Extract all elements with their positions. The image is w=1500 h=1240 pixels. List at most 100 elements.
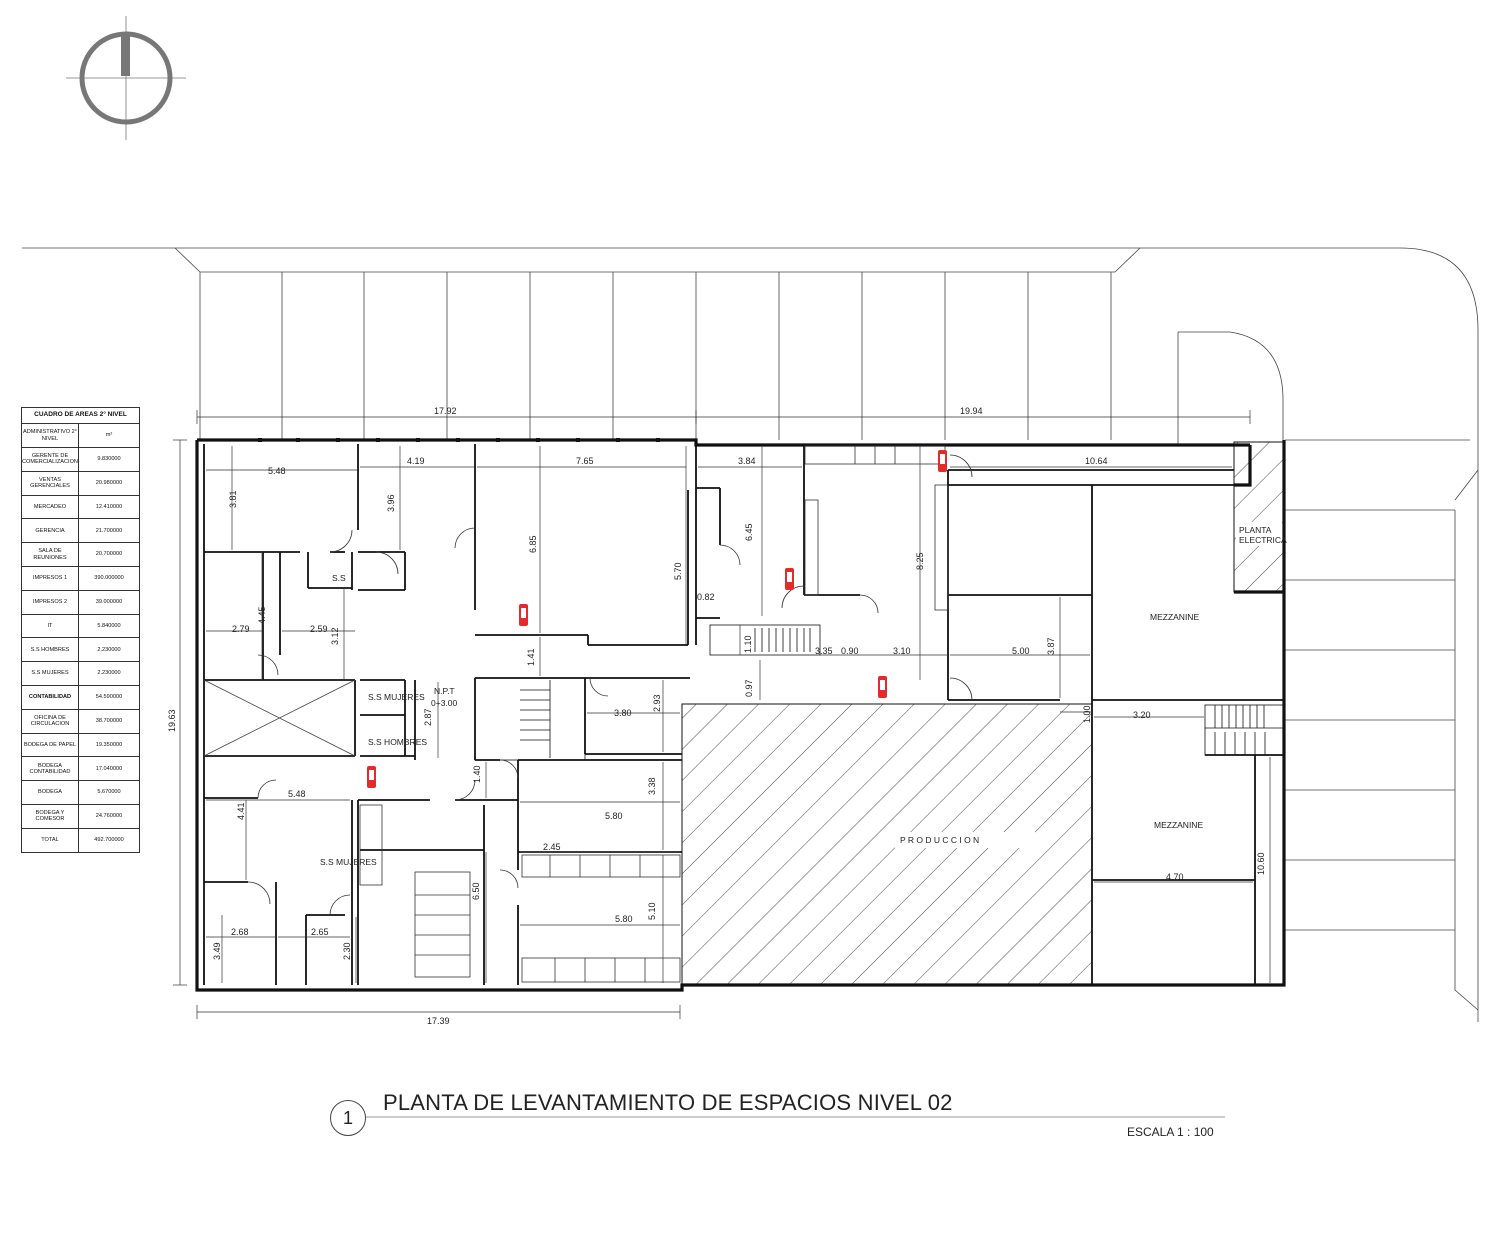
dim-label: 5.00 — [1012, 646, 1030, 656]
fire-extinguisher-icon — [519, 604, 528, 626]
area-name: GERENTE DE COMERCIALIZACION — [21, 447, 79, 472]
area-table-col-m2: m² — [78, 423, 140, 448]
dim-label: 3.38 — [647, 777, 657, 795]
area-table: CUADRO DE AREAS 2° NIVEL ADMINISTRATIVO … — [21, 407, 140, 853]
area-value: 12.410000 — [78, 494, 140, 520]
fire-extinguisher-icon — [367, 766, 376, 788]
exterior-walls — [195, 438, 1286, 992]
dim-label: 6.50 — [471, 882, 481, 900]
room-label-ss-hombres: S.S HOMBRES — [368, 737, 427, 747]
area-value: 19.350000 — [78, 732, 140, 758]
area-value: 492.700000 — [78, 827, 140, 853]
dim-label: 0.90 — [841, 646, 859, 656]
area-name: OFICINA DE CIRCULACION — [21, 708, 79, 734]
window-marks — [258, 438, 660, 442]
area-name: IT — [21, 613, 79, 639]
dim-label: 3.80 — [614, 708, 632, 718]
void-cross — [203, 679, 356, 757]
room-label-mezzanine-2: MEZZANINE — [1154, 820, 1203, 830]
dim-label: 3.87 — [1046, 637, 1056, 655]
dim-label: 3.10 — [893, 646, 911, 656]
dim-label: 1.00 — [1082, 705, 1092, 723]
area-name: VENTAS GERENCIALES — [21, 470, 79, 496]
north-arrow-icon — [66, 16, 186, 140]
dim-label: 1.41 — [526, 648, 536, 666]
area-value: 38.700000 — [78, 708, 140, 734]
area-value: 20.980000 — [78, 470, 140, 496]
dim-label: 0.97 — [744, 679, 754, 697]
area-name: CONTABILIDAD — [21, 684, 79, 710]
area-name: S.S MUJERES — [21, 661, 79, 686]
area-name: IMPRESOS 1 — [21, 565, 79, 591]
dim-label: 5.80 — [605, 811, 623, 821]
area-value: 5.840000 — [78, 613, 140, 639]
dim-label: 2.65 — [311, 927, 329, 937]
stair-lower — [474, 677, 586, 761]
dim-label: 2.45 — [543, 842, 561, 852]
dim-label: 4.19 — [407, 456, 425, 466]
dim-label: 5.70 — [673, 562, 683, 580]
area-name: S.S HOMBRES — [21, 637, 79, 663]
dim-label: 6.45 — [744, 523, 754, 541]
area-table-col-name: ADMINISTRATIVO 2° NIVEL — [21, 423, 79, 448]
stair-upper — [709, 624, 821, 656]
area-value: 5.670000 — [78, 780, 140, 805]
dim-label: 7.65 — [576, 456, 594, 466]
dim-label: 5.48 — [268, 466, 286, 476]
dim-label: 2.59 — [310, 624, 328, 634]
dim-label: 8.25 — [915, 552, 925, 570]
room-label-ss-mujeres-2: S.S MUJERES — [320, 857, 377, 867]
level-label-npt: N.P.T — [434, 686, 455, 696]
dim-overall-top-right: 19.94 — [960, 406, 983, 416]
furniture-outlines — [359, 445, 949, 983]
drawing-scale: ESCALA 1 : 100 — [1127, 1125, 1214, 1139]
dim-label: 6.85 — [528, 535, 538, 553]
planta-electrica-hatched-area — [1233, 441, 1285, 593]
fire-extinguisher-icon — [878, 676, 887, 698]
area-name: TOTAL — [21, 827, 79, 853]
dim-overall-left: 19.63 — [167, 709, 177, 732]
stair-right — [1204, 704, 1284, 756]
dim-label: 10.60 — [1256, 852, 1266, 875]
drawing-title: PLANTA DE LEVANTAMIENTO DE ESPACIOS NIVE… — [383, 1090, 953, 1115]
area-name: BODEGA CONTABILIDAD — [21, 756, 79, 782]
dim-label: 3.96 — [386, 494, 396, 512]
area-table-title: CUADRO DE AREAS 2° NIVEL — [21, 407, 140, 424]
interior-walls — [203, 444, 1284, 986]
dim-label: 3.81 — [228, 490, 238, 508]
area-name: BODEGA Y COMESOR — [21, 803, 79, 829]
area-value: 54.590000 — [78, 684, 140, 710]
area-value: 2.230000 — [78, 637, 140, 663]
area-value: 2.230000 — [78, 661, 140, 686]
area-name: MERCADEO — [21, 494, 79, 520]
dim-label: 5.10 — [647, 902, 657, 920]
room-label-produccion: P R O D U C C I O N — [900, 835, 979, 845]
area-name: IMPRESOS 2 — [21, 589, 79, 615]
dim-overall-bottom: 17.39 — [427, 1016, 450, 1026]
room-label-electrica: ELECTRICA — [1239, 535, 1287, 545]
level-label-npt-value: 0+3.00 — [431, 698, 458, 708]
dim-label: 3.35 — [815, 646, 833, 656]
dim-label: 5.48 — [288, 789, 306, 799]
dim-label: 4.70 — [1166, 872, 1184, 882]
door-swings — [247, 454, 973, 916]
dim-label: 0.82 — [697, 592, 715, 602]
area-value: 390.000000 — [78, 565, 140, 591]
view-number-badge: 1 — [330, 1100, 366, 1136]
dim-label: 10.64 — [1085, 456, 1108, 466]
area-value: 21.700000 — [78, 518, 140, 544]
area-name: BODEGA DE PAPEL — [21, 732, 79, 758]
area-name: GERENCIA — [21, 518, 79, 544]
room-label-planta: PLANTA — [1239, 525, 1272, 535]
dim-label: 4.45 — [257, 606, 267, 624]
